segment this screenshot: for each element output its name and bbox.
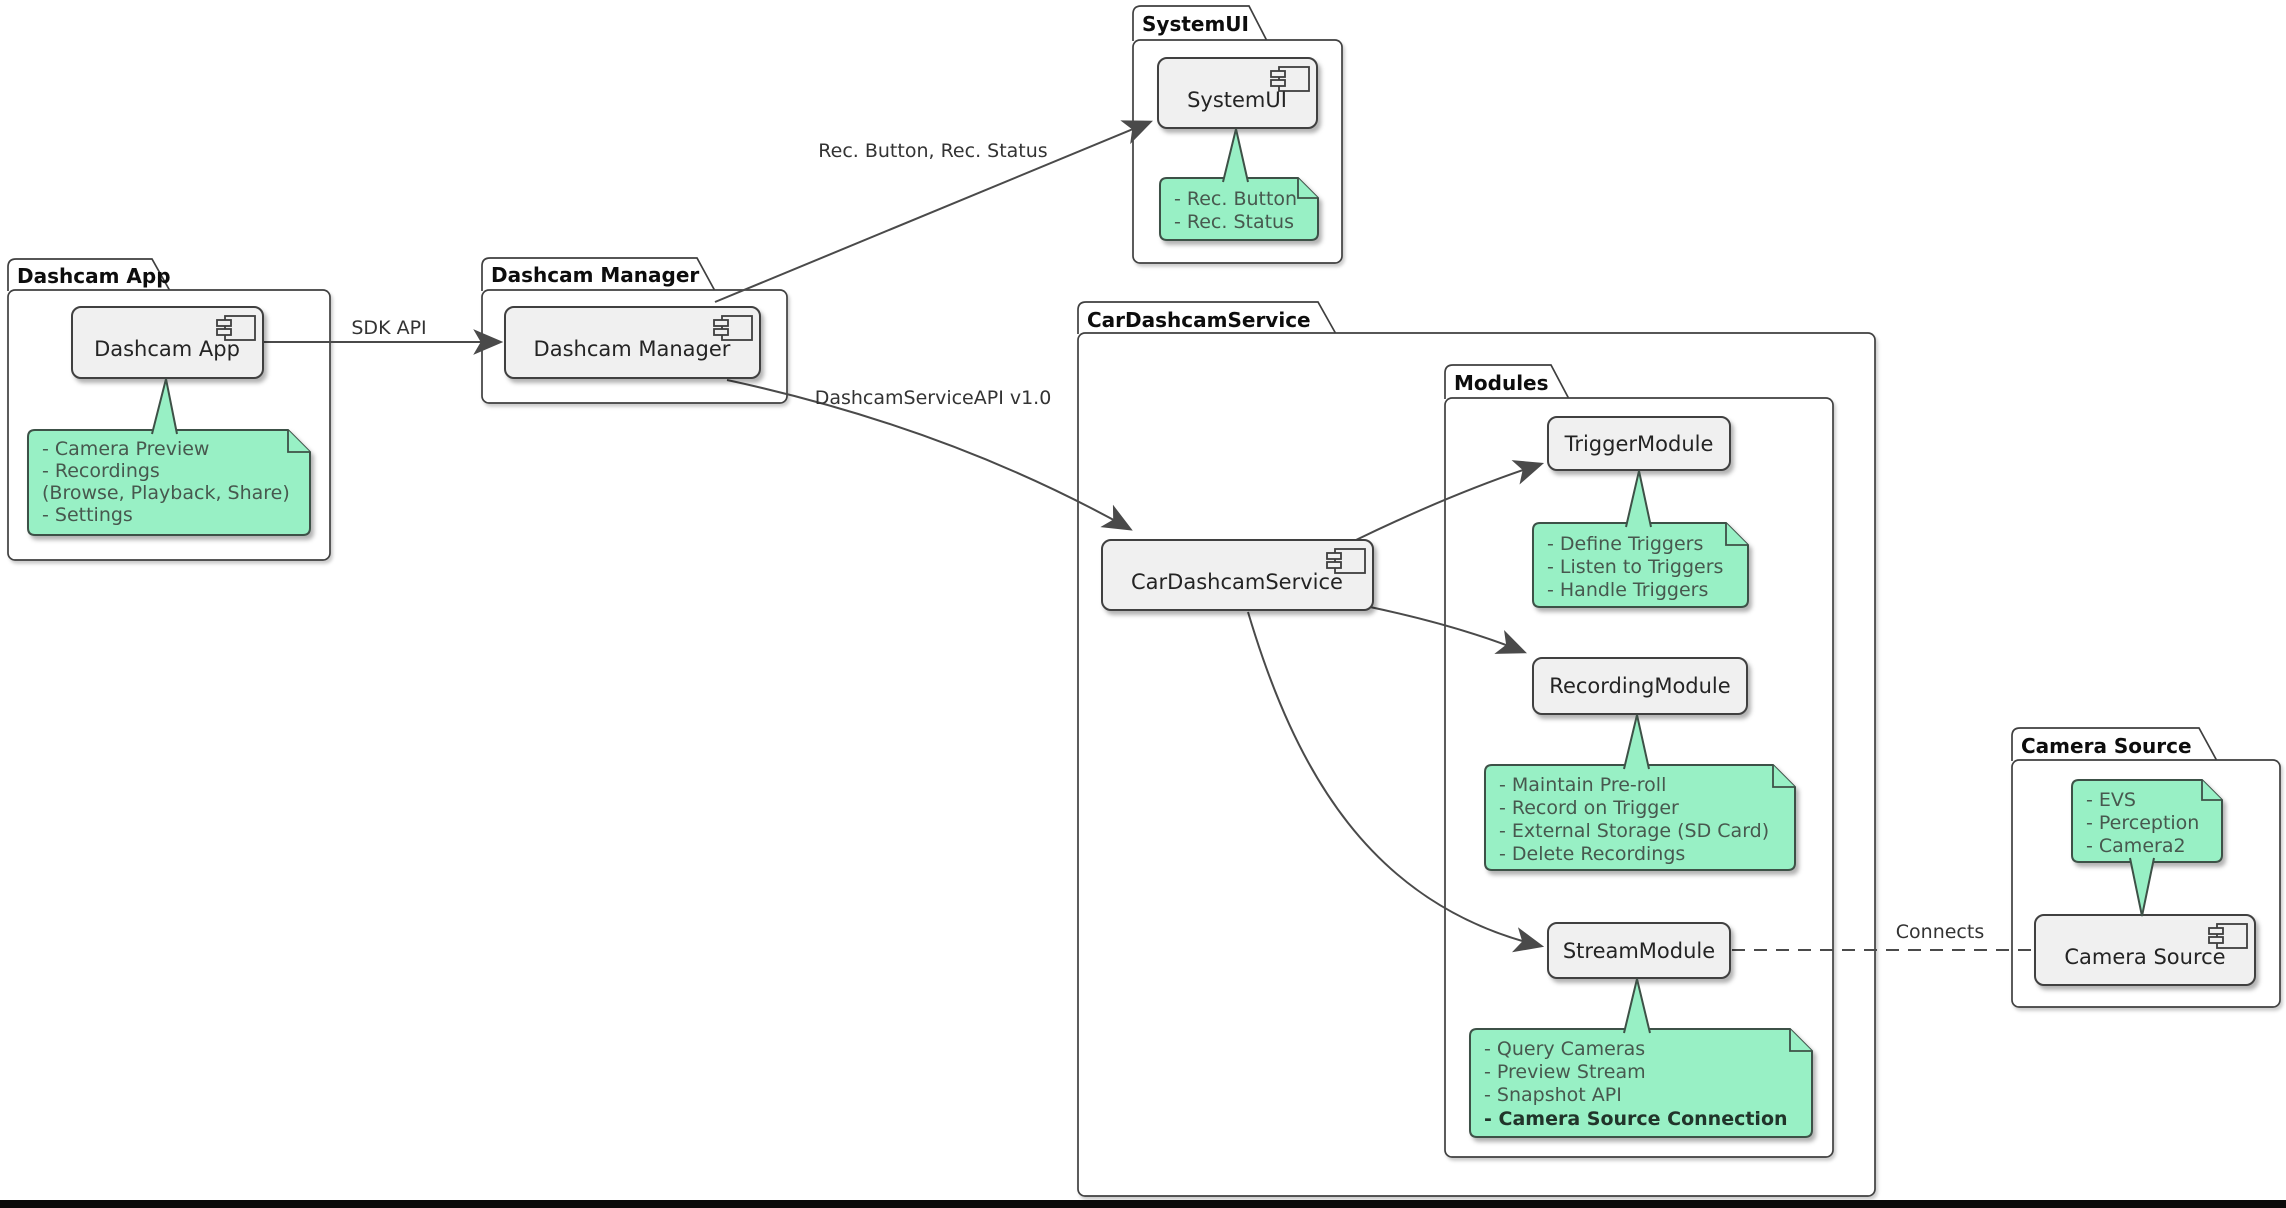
- note-camera-source-fold: [2201, 780, 2222, 801]
- component-dashcam-app-label: Dashcam App: [94, 337, 240, 361]
- component-recording-module-label: RecordingModule: [1549, 674, 1730, 698]
- component-systemui-label: SystemUI: [1187, 88, 1287, 112]
- note-line: - External Storage (SD Card): [1499, 820, 1769, 842]
- package-systemui-title: SystemUI: [1142, 12, 1249, 36]
- bottom-bar: [0, 1200, 2286, 1208]
- note-stream-module: - Query Cameras - Preview Stream - Snaps…: [1469, 978, 1813, 1138]
- note-trigger-module-body: [1532, 522, 1749, 608]
- note-camera-source-pointer: [2129, 857, 2155, 917]
- note-recording-module-pointer: [1623, 714, 1650, 770]
- component-icon: [1270, 66, 1310, 92]
- note-recording-module-body: [1484, 764, 1796, 871]
- note-trigger-module: - Define Triggers - Listen to Triggers -…: [1532, 470, 1749, 608]
- note-recording-module: - Maintain Pre-roll - Record on Trigger …: [1484, 714, 1796, 871]
- note-line: - EVS: [2086, 789, 2136, 811]
- note-line: - Camera2: [2086, 835, 2186, 857]
- package-dashcam-app-title: Dashcam App: [17, 264, 171, 288]
- edge-label-rec-button-status: Rec. Button, Rec. Status: [818, 140, 1047, 162]
- component-trigger-module: TriggerModule: [1547, 416, 1731, 471]
- note-dashcam-app: - Camera Preview - Recordings (Browse, P…: [27, 378, 311, 536]
- component-dashcam-manager-label: Dashcam Manager: [534, 337, 731, 361]
- component-camera-source: Camera Source: [2034, 914, 2256, 986]
- note-line: - Record on Trigger: [1499, 797, 1679, 819]
- edge-label-connects: Connects: [1896, 921, 1984, 943]
- component-trigger-module-box: [1547, 416, 1731, 471]
- edge-dashcam-service-api: [726, 379, 1133, 531]
- note-line: - Perception: [2086, 812, 2199, 834]
- component-icon: [1326, 548, 1366, 574]
- note-line: - Snapshot API: [1484, 1084, 1622, 1106]
- edge-label-sdk-api: SDK API: [351, 317, 426, 339]
- note-line: - Maintain Pre-roll: [1499, 774, 1666, 796]
- note-line: - Define Triggers: [1547, 533, 1703, 555]
- component-camera-source-box: [2034, 914, 2256, 986]
- package-cardashcamservice-title: CarDashcamService: [1087, 308, 1311, 332]
- note-trigger-module-fold: [1725, 523, 1748, 546]
- note-line-bold: - Camera Source Connection: [1484, 1108, 1788, 1130]
- package-dashcam-manager-title: Dashcam Manager: [491, 263, 699, 287]
- component-recording-module-box: [1532, 657, 1748, 715]
- component-stream-module-box: [1547, 922, 1731, 979]
- note-dashcam-app-body: [27, 429, 311, 536]
- note-line: - Camera Preview: [42, 438, 209, 460]
- note-systemui-pointer: [1222, 128, 1249, 183]
- note-line: - Rec. Button: [1174, 188, 1297, 210]
- package-modules-tab: [1444, 364, 1570, 400]
- package-dashcam-app-tab: [7, 258, 171, 292]
- note-line: - Listen to Triggers: [1547, 556, 1723, 578]
- edges: [263, 120, 2033, 953]
- note-systemui-body: [1159, 177, 1319, 241]
- note-stream-module-pointer: [1623, 978, 1651, 1034]
- component-dashcam-manager: Dashcam Manager: [504, 306, 761, 379]
- note-dashcam-app-fold: [287, 430, 310, 453]
- edge-to-stream-module: [1247, 611, 1545, 953]
- note-camera-source: - EVS - Perception - Camera2: [2071, 779, 2223, 917]
- note-camera-source-body: [2071, 779, 2223, 863]
- note-trigger-module-pointer: [1625, 470, 1652, 528]
- edge-labels: SDK API Rec. Button, Rec. Status Dashcam…: [351, 140, 1984, 943]
- package-camera-source-title: Camera Source: [2021, 734, 2192, 758]
- note-stream-module-fold: [1789, 1029, 1812, 1052]
- note-line: - Query Cameras: [1484, 1038, 1645, 1060]
- component-dashcam-manager-box: [504, 306, 761, 379]
- component-cardashcamservice: CarDashcamService: [1101, 539, 1374, 611]
- note-systemui-fold: [1297, 178, 1318, 199]
- note-stream-module-body: [1469, 1028, 1813, 1138]
- edge-rec-button-status: [714, 120, 1153, 303]
- note-line: - Settings: [42, 504, 133, 526]
- note-dashcam-app-pointer: [151, 378, 178, 435]
- note-line: (Browse, Playback, Share): [42, 482, 290, 504]
- package-camera-source-tab: [2011, 727, 2218, 762]
- note-recording-module-fold: [1772, 765, 1795, 788]
- component-stream-module: StreamModule: [1547, 922, 1731, 979]
- component-camera-source-label: Camera Source: [2064, 945, 2225, 969]
- component-systemui: SystemUI: [1157, 57, 1318, 129]
- package-systemui-tab: [1132, 5, 1268, 42]
- component-icon: [216, 315, 256, 341]
- component-stream-module-label: StreamModule: [1563, 939, 1715, 963]
- note-line: - Preview Stream: [1484, 1061, 1646, 1083]
- component-trigger-module-label: TriggerModule: [1564, 432, 1714, 456]
- note-line: - Handle Triggers: [1547, 579, 1708, 601]
- edge-to-recording-module: [1369, 606, 1527, 654]
- note-systemui: - Rec. Button - Rec. Status: [1159, 128, 1319, 241]
- note-line: - Rec. Status: [1174, 211, 1294, 233]
- component-recording-module: RecordingModule: [1532, 657, 1748, 715]
- package-modules-title: Modules: [1454, 371, 1549, 395]
- edge-to-trigger-module: [1355, 460, 1545, 541]
- package-dashcam-manager-tab: [481, 257, 716, 292]
- component-icon: [713, 315, 753, 341]
- component-dashcam-app: Dashcam App: [71, 306, 264, 379]
- component-dashcam-app-box: [71, 306, 264, 379]
- component-cardashcamservice-label: CarDashcamService: [1131, 570, 1343, 594]
- edge-label-dashcam-service-api: DashcamServiceAPI v1.0: [815, 387, 1052, 409]
- note-line: - Recordings: [42, 460, 160, 482]
- component-icon: [2208, 923, 2248, 949]
- note-line: - Delete Recordings: [1499, 843, 1685, 865]
- package-cardashcamservice-tab: [1077, 301, 1337, 335]
- component-cardashcamservice-box: [1101, 539, 1374, 611]
